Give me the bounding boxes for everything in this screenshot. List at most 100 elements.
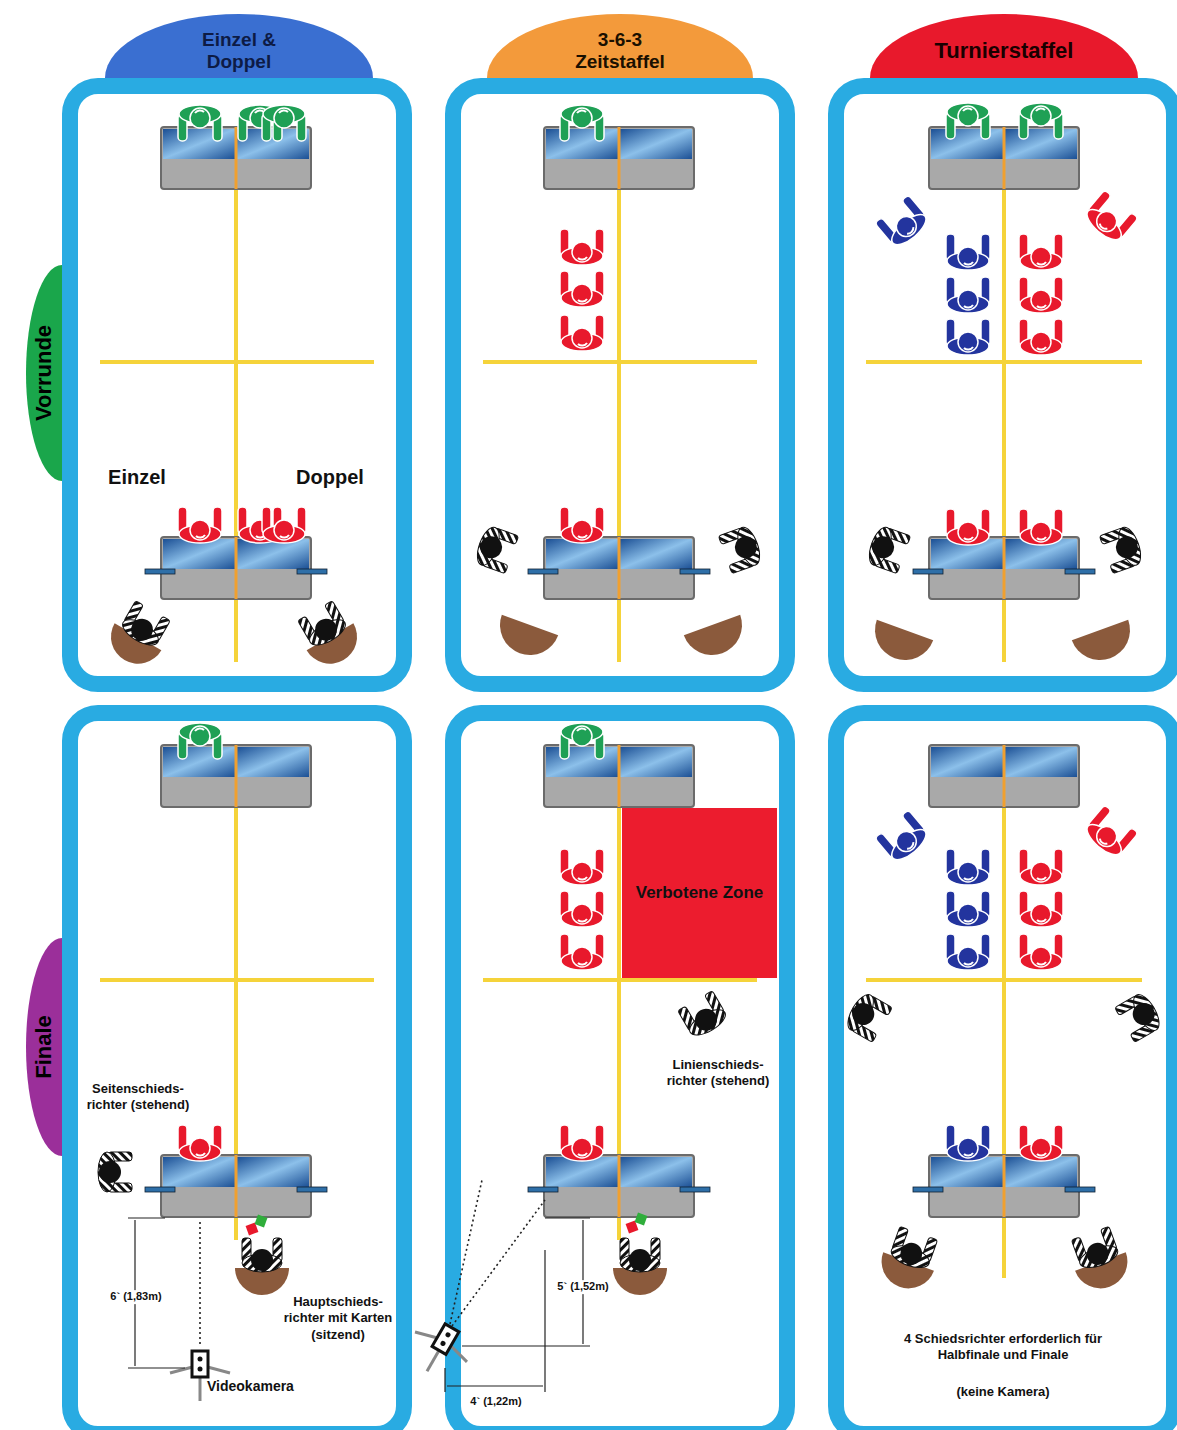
chair: [1072, 620, 1139, 669]
dimension-line: [128, 1217, 165, 1218]
header-tab: 3-6-3 Zeitstaffel: [487, 14, 753, 78]
chair: [492, 615, 559, 664]
referee-figure: [473, 524, 519, 573]
court-panel: [836, 713, 1174, 1430]
player-figure: [1082, 190, 1139, 246]
annotation-label: Einzel: [82, 465, 192, 490]
player-figure: [1019, 934, 1063, 970]
penalty-card: [255, 1215, 268, 1228]
player-figure: [178, 105, 222, 141]
player-figure: [875, 810, 932, 866]
referee-figure: [1099, 524, 1145, 573]
dart-table: [913, 1155, 1095, 1217]
floor-line: [234, 807, 238, 1240]
sight-line: [452, 1200, 545, 1326]
floor-line: [483, 360, 757, 364]
court-panel: [453, 713, 787, 1430]
node-text: Turnierstaffel: [935, 38, 1074, 63]
node-text: Finale: [31, 1015, 56, 1079]
header-tab: Einzel & Doppel: [105, 14, 373, 78]
player-figure: [1019, 234, 1063, 270]
header-tab: Turnierstaffel: [870, 14, 1138, 78]
referee-figure: [98, 1152, 132, 1192]
dimension-line: [544, 1250, 545, 1392]
player-figure: [560, 271, 604, 307]
player-figure: [560, 1125, 604, 1161]
referee-figure: [865, 524, 911, 573]
floor-line: [483, 978, 757, 982]
player-figure: [875, 195, 932, 251]
annotation-label: Linienschieds- richter (stehend): [656, 1057, 781, 1090]
floor-line: [866, 978, 1142, 982]
referee-figure: [843, 991, 892, 1043]
dart-table: [145, 537, 327, 599]
referee-figure: [292, 597, 367, 673]
player-figure: [946, 277, 990, 313]
player-figure: [560, 849, 604, 885]
player-figure: [946, 319, 990, 355]
referee-figure: [718, 524, 764, 573]
dart-table: [528, 537, 710, 599]
floor-line: [234, 189, 238, 662]
player-figure: [1019, 849, 1063, 885]
court-panel: [453, 86, 787, 684]
dimension-line: [128, 1367, 185, 1368]
player-figure: [560, 105, 604, 141]
penalty-card: [635, 1213, 648, 1226]
player-figure: [1019, 103, 1063, 139]
dimension-line: [545, 1217, 590, 1218]
side-tab: Finale: [26, 938, 62, 1156]
player-figure: [178, 507, 222, 543]
annotation-label: Hauptschieds- richter mit Karten (sitzen…: [273, 1294, 403, 1343]
player-figure: [946, 891, 990, 927]
dimension-label: 6` (1,83m): [107, 1290, 165, 1304]
dart-table: [929, 745, 1079, 807]
sight-line: [199, 1222, 201, 1346]
dart-table: [528, 1155, 710, 1217]
player-figure: [178, 723, 222, 759]
player-figure: [1019, 1125, 1063, 1161]
referee-figure: [101, 597, 176, 673]
player-figure: [560, 507, 604, 543]
player-figure: [1019, 509, 1063, 545]
referee-figure: [678, 991, 730, 1040]
floor-line: [866, 360, 1142, 364]
player-figure: [560, 891, 604, 927]
node-text: Vorrunde: [31, 325, 56, 421]
player-figure: [560, 229, 604, 265]
referee-figure: [1115, 991, 1164, 1043]
referee-figure: [874, 1224, 944, 1296]
dimension-line: [447, 1385, 543, 1386]
player-figure: [1082, 805, 1139, 861]
player-figure: [946, 234, 990, 270]
player-figure: [946, 1125, 990, 1161]
node-text: Verbotene Zone: [636, 883, 764, 903]
referee-figure: [1065, 1224, 1135, 1296]
floor-line: [100, 360, 374, 364]
dart-table: [145, 1155, 327, 1217]
chair: [684, 615, 751, 664]
player-figure: [1019, 891, 1063, 927]
sight-line: [450, 1180, 482, 1324]
player-figure: [946, 934, 990, 970]
court-panel: [70, 86, 404, 684]
player-figure: [946, 103, 990, 139]
player-figure: [262, 507, 306, 543]
referee-figure: [613, 1238, 667, 1295]
dart-table: [913, 537, 1095, 599]
side-tab: Vorrunde: [26, 265, 62, 481]
annotation-label: Seitenschieds- richter (stehend): [76, 1081, 201, 1114]
floor-line: [617, 189, 621, 662]
dimension-label: 5` (1,52m): [554, 1280, 612, 1294]
chair: [867, 620, 934, 669]
annotation-label: Doppel: [275, 465, 385, 490]
floor-line: [1002, 189, 1006, 662]
dimension-line: [444, 1368, 445, 1392]
annotation-label: 4 Schiedsrichter erforderlich für Halbfi…: [886, 1331, 1121, 1364]
floor-line: [1002, 807, 1006, 1278]
dimension-line: [462, 1345, 590, 1346]
node-text: 3-6-3 Zeitstaffel: [555, 29, 685, 73]
player-figure: [560, 934, 604, 970]
